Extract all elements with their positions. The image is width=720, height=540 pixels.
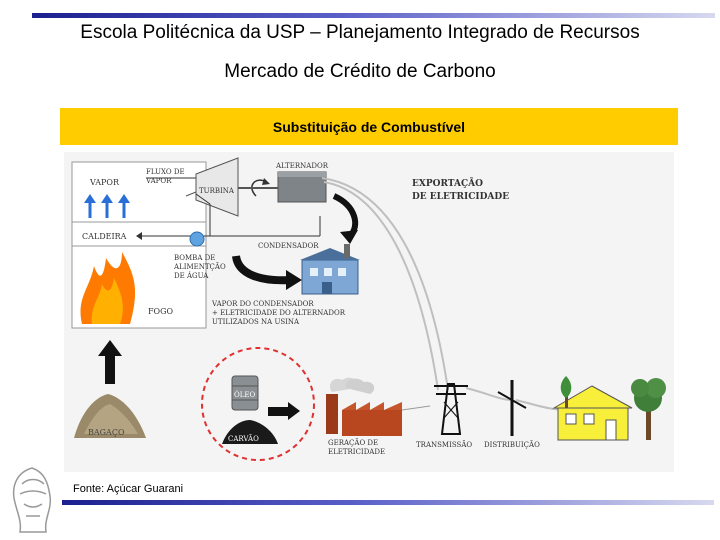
vapor-condensador-label-1: VAPOR DO CONDENSADOR: [211, 300, 314, 308]
fluxo-vapor-label-2: VAPOR: [145, 177, 172, 185]
turbina-label: TURBINA: [199, 187, 235, 195]
fluxo-vapor-label-1: FLUXO DE: [146, 168, 185, 176]
tree-icon: [631, 378, 666, 440]
alternator-icon: [277, 171, 327, 203]
vapor-condensador-label-2: + ELETRICIDADE DO ALTERNADOR: [212, 309, 346, 317]
exportacao-label-2: DE ELETRICIDADE: [412, 192, 509, 202]
top-gradient-bar: [32, 13, 715, 18]
coal-pile-icon: [222, 420, 278, 444]
distribuicao-label: DISTRIBUIÇÃO: [484, 440, 540, 449]
caldeira-label: CALDEIRA: [82, 232, 127, 241]
section-band: Substituição de Combustível: [60, 108, 678, 145]
right-arrow-icon: [268, 402, 300, 420]
fuel-substitution-diagram: VAPOR CALDEIRA FOGO BAGAÇO FLUXO DE VAPO…: [60, 148, 678, 476]
section-band-label: Substituição de Combustível: [272, 118, 466, 135]
steam-arrows: [84, 194, 130, 218]
oil-barrel-icon: [231, 375, 259, 411]
bagasse-pile-icon: [74, 394, 146, 438]
carvao-label: CARVÃO: [228, 434, 259, 443]
condenser-building-icon: [300, 244, 360, 295]
transmissao-label: TRANSMISSÃO: [416, 440, 472, 449]
alternador-label: ALTERNADOR: [275, 162, 329, 170]
bagaco-label: BAGAÇO: [88, 428, 125, 437]
black-up-arrow-icon: [98, 340, 122, 384]
house-icon: [552, 385, 633, 441]
bottom-gradient-bar: [62, 500, 714, 505]
pump-icon: [189, 231, 205, 247]
exportacao-label-1: EXPORTAÇÃO: [412, 177, 483, 189]
figure-source: Fonte: Açúcar Guarani: [73, 483, 184, 495]
oleo-label: ÓLEO: [234, 390, 255, 399]
page-subtitle: Mercado de Crédito de Carbono: [224, 61, 496, 82]
blue-arrow-icon: [101, 194, 113, 218]
transmission-tower-icon: [434, 383, 468, 435]
bomba-label-2: ALIMENTÇÃO: [173, 262, 226, 271]
poli-logo-icon: [12, 467, 52, 533]
blue-arrow-icon: [118, 194, 130, 218]
geracao-label-2: ELETRICIDADE: [328, 448, 385, 456]
fuel-substitution-circle: [201, 347, 315, 461]
fogo-label: FOGO: [148, 307, 174, 316]
small-tree-icon: [560, 376, 572, 408]
vapor-label: VAPOR: [89, 178, 120, 187]
geracao-label-1: GERAÇÃO DE: [328, 438, 378, 447]
distribution-pole-icon: [497, 380, 527, 436]
page-title: Escola Politécnica da USP – Planejamento…: [80, 22, 640, 43]
bomba-label-1: BOMBA DE: [174, 254, 215, 262]
condensador-label: CONDENSADOR: [258, 242, 319, 250]
power-plant-icon: [326, 377, 402, 436]
blue-arrow-icon: [84, 194, 96, 218]
vapor-condensador-label-3: UTILIZADOS NA USINA: [212, 318, 300, 326]
bomba-label-3: DE ÁGUA: [174, 271, 209, 280]
fire-icon: [80, 252, 136, 324]
